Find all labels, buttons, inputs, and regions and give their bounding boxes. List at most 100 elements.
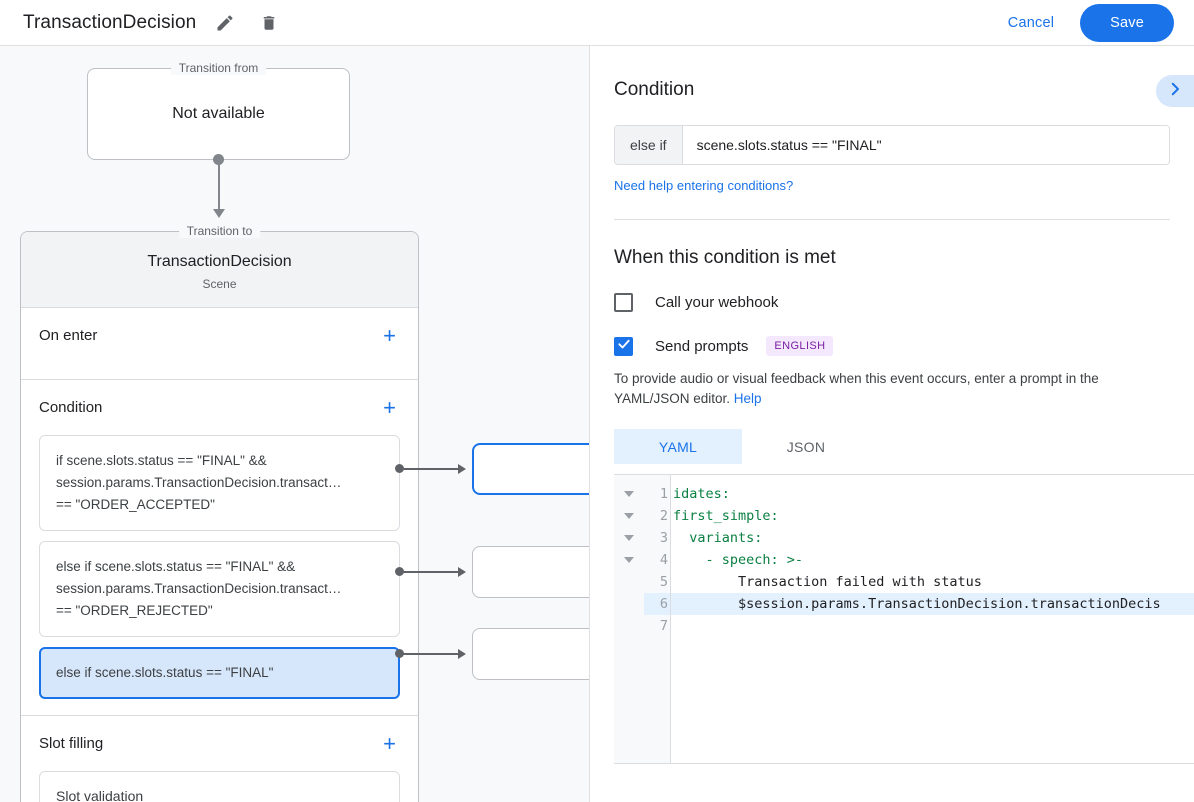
- scene-name: TransactionDecision: [147, 253, 292, 270]
- prompts-note-text: To provide audio or visual feedback when…: [614, 371, 1099, 406]
- prompts-help-link[interactable]: Help: [733, 391, 762, 406]
- chevron-down-icon: [624, 491, 634, 497]
- transition-from-value: Not available: [172, 105, 265, 122]
- chevron-down-icon: [624, 557, 634, 563]
- edge-line: [403, 571, 461, 573]
- edge-arrow: [458, 567, 466, 577]
- condition-card-2[interactable]: else if scene.slots.status == "FINAL" &&…: [39, 541, 400, 637]
- code-line[interactable]: Transaction failed with status: [673, 574, 982, 590]
- condition-card-1[interactable]: if scene.slots.status == "FINAL" && sess…: [39, 435, 400, 531]
- slot-validation-card[interactable]: Slot validation: [39, 771, 400, 802]
- add-condition-button[interactable]: +: [383, 394, 396, 420]
- section-on-enter: On enter +: [21, 308, 418, 380]
- when-met-title: When this condition is met: [614, 247, 836, 268]
- fold-toggle: [614, 593, 644, 615]
- collapse-panel-button[interactable]: [1156, 75, 1194, 107]
- send-prompts-checkbox[interactable]: [614, 336, 633, 356]
- transition-to-legend: Transition to: [178, 224, 261, 238]
- condition-card-3[interactable]: else if scene.slots.status == "FINAL": [39, 647, 400, 699]
- condition-line: else if scene.slots.status == "FINAL": [56, 665, 274, 680]
- editor-fold-gutter[interactable]: [614, 475, 644, 763]
- call-webhook-label: Call your webhook: [655, 294, 779, 311]
- code-line[interactable]: [671, 615, 1194, 637]
- condition-input-row[interactable]: else if: [614, 125, 1170, 165]
- edge-dot: [395, 464, 404, 473]
- section-header: Slot filling +: [39, 716, 400, 771]
- tab-json[interactable]: JSON: [786, 438, 826, 455]
- edge-arrow: [458, 464, 466, 474]
- fold-toggle: [614, 571, 644, 593]
- edit-name-button[interactable]: [210, 8, 240, 38]
- send-prompts-row[interactable]: Send prompts ENGLISH: [614, 336, 1170, 356]
- chevron-right-icon: [1166, 80, 1184, 103]
- editor-code-area[interactable]: idates: first_simple: variants: - speech:…: [671, 475, 1194, 763]
- section-condition: Condition + if scene.slots.status == "FI…: [21, 380, 418, 716]
- condition-line: session.params.TransactionDecision.trans…: [56, 475, 342, 490]
- section-header: Condition +: [39, 380, 400, 435]
- connector-line: [218, 160, 220, 212]
- check-icon: [617, 337, 631, 356]
- panel-divider: [614, 219, 1170, 220]
- prompts-note: To provide audio or visual feedback when…: [614, 369, 1170, 409]
- condition-line: == "ORDER_ACCEPTED": [56, 497, 215, 512]
- chevron-down-icon: [624, 535, 634, 541]
- line-number: 3: [659, 530, 668, 546]
- top-bar: TransactionDecision Cancel Save: [0, 0, 1194, 46]
- pencil-icon: [215, 13, 235, 33]
- tab-yaml[interactable]: YAML: [614, 429, 742, 464]
- target-box-1[interactable]: [472, 443, 589, 495]
- edge-dot: [395, 649, 404, 658]
- scene-header[interactable]: TransactionDecision Scene: [21, 232, 418, 308]
- transition-from-box[interactable]: Transition from Not available: [87, 61, 350, 160]
- section-title-condition: Condition: [39, 399, 103, 416]
- edge-arrow: [458, 649, 466, 659]
- scene-type: Scene: [202, 277, 237, 291]
- call-webhook-checkbox[interactable]: [614, 293, 633, 312]
- fold-toggle: [614, 615, 644, 637]
- line-number: 5: [659, 574, 668, 590]
- fold-toggle[interactable]: [614, 505, 644, 527]
- code-line[interactable]: $session.params.TransactionDecision.tran…: [671, 593, 1194, 615]
- code-line[interactable]: variants:: [673, 530, 763, 546]
- send-prompts-label: Send prompts: [655, 337, 749, 355]
- target-box-2[interactable]: [472, 546, 589, 598]
- save-button[interactable]: Save: [1080, 3, 1174, 42]
- condition-help-link[interactable]: Need help entering conditions?: [614, 178, 794, 193]
- fold-toggle[interactable]: [614, 527, 644, 549]
- condition-detail-panel: Condition else if Need help entering con…: [589, 46, 1194, 802]
- connector-dot: [213, 154, 224, 165]
- condition-line: else if scene.slots.status == "FINAL" &&: [56, 559, 296, 574]
- flow-canvas: Transition from Not available Transition…: [0, 46, 589, 802]
- fold-toggle[interactable]: [614, 549, 644, 571]
- code-line[interactable]: first_simple:: [673, 508, 779, 524]
- page-title: TransactionDecision: [23, 11, 197, 33]
- code-line[interactable]: - speech: >-: [673, 552, 804, 568]
- panel-header: Condition else if Need help entering con…: [590, 46, 1194, 220]
- target-box-3[interactable]: [472, 628, 589, 680]
- editor-format-tabs: YAML JSON: [614, 429, 1170, 464]
- fold-toggle[interactable]: [614, 483, 644, 505]
- chevron-down-icon: [624, 513, 634, 519]
- line-number: 2: [659, 508, 668, 524]
- add-on-enter-button[interactable]: +: [383, 322, 396, 348]
- webhook-row[interactable]: Call your webhook: [614, 293, 1170, 312]
- section-header: On enter +: [39, 308, 400, 363]
- section-title-slot-filling: Slot filling: [39, 735, 104, 752]
- line-number: 6: [644, 593, 670, 615]
- condition-line: session.params.TransactionDecision.trans…: [56, 581, 342, 596]
- condition-expression-input[interactable]: [682, 126, 1169, 164]
- when-condition-met-section: When this condition is met Call your web…: [590, 247, 1194, 464]
- condition-line: if scene.slots.status == "FINAL" &&: [56, 453, 267, 468]
- edge-line: [403, 653, 461, 655]
- add-slot-filling-button[interactable]: +: [383, 730, 396, 756]
- code-line[interactable]: idates:: [673, 486, 730, 502]
- delete-button[interactable]: [254, 8, 284, 38]
- line-number: 4: [659, 552, 668, 568]
- cancel-button[interactable]: Cancel: [994, 6, 1068, 40]
- connector-arrow: [213, 209, 225, 218]
- line-number: 1: [659, 486, 668, 502]
- section-title-on-enter: On enter: [39, 327, 98, 344]
- condition-line: == "ORDER_REJECTED": [56, 603, 213, 618]
